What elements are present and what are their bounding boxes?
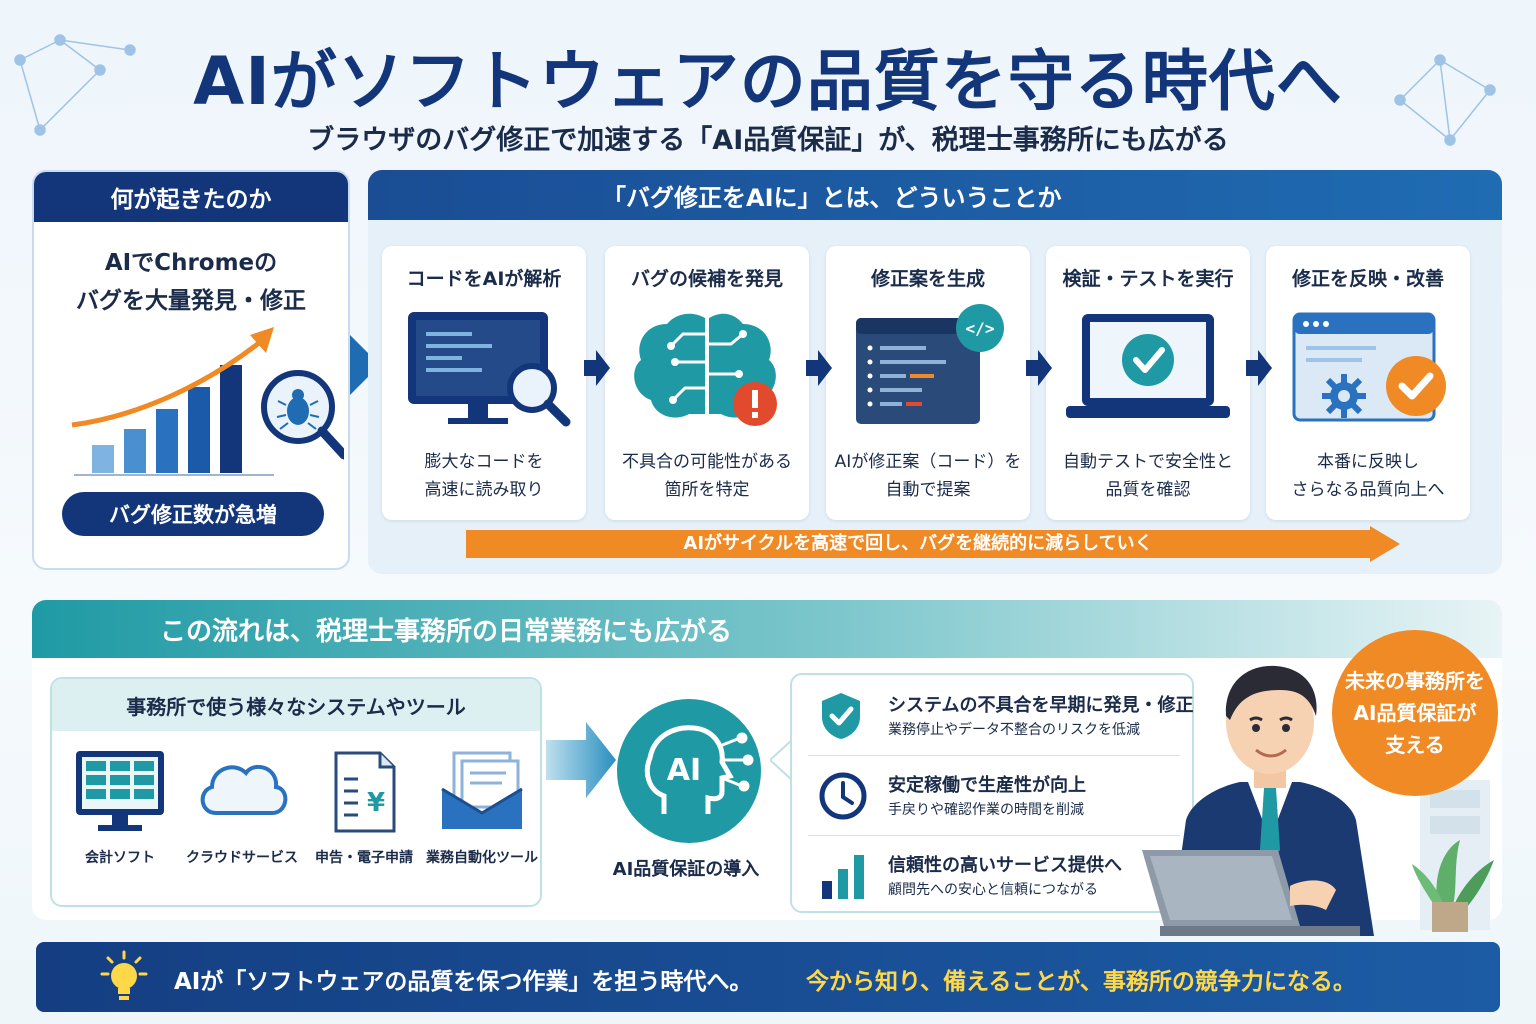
monitor-search-icon: [408, 312, 571, 427]
benefit-title: 安定稼働で生産性が向上: [888, 775, 1086, 796]
benefit-sub: 顧問先への安心と信頼につながる: [888, 882, 1098, 898]
network-decoration-right: [1394, 54, 1496, 146]
arrow-right-icon: [546, 722, 616, 798]
cycle-banner-arrow: [466, 526, 1400, 562]
svg-text:¥: ¥: [367, 788, 385, 818]
tool-label: 会計ソフト: [85, 850, 155, 866]
cloud-icon: [200, 764, 288, 815]
tool-label: 申告・電子申請: [315, 850, 413, 866]
ai-icon-text: AI: [667, 753, 701, 788]
footer-banner: AIが「ソフトウェアの品質を保つ作業」を担う時代へ。 今から知り、備えることが、…: [36, 942, 1500, 1012]
step-title: 修正を反映・改善: [1291, 268, 1444, 290]
divider: [808, 835, 1180, 836]
step-desc-line: 品質を確認: [1105, 480, 1191, 500]
process-step-1: コードをAIが解析 膨大なコードを高速に読み取り: [382, 246, 586, 520]
office-heading: この流れは、税理士事務所の日常業務にも広がる: [32, 600, 1502, 658]
step-desc-line: AIが修正案（コード）を: [834, 452, 1022, 472]
what-happened-line2: バグを大量発見・修正: [76, 288, 306, 314]
tool-cloud: クラウドサービス: [182, 749, 302, 867]
benefits-panel: システムの不具合を早期に発見・修正 業務停止やデータ不整合のリスクを低減 安定稼…: [790, 673, 1194, 913]
future-line1: 未来の事務所を: [1345, 669, 1485, 693]
future-line3: 支える: [1385, 733, 1445, 757]
tools-panel: 事務所で使う様々なシステムやツール 会計ソフト クラウドサービス ¥ 申告・電子…: [50, 677, 542, 907]
benefit-title: システムの不具合を早期に発見・修正: [888, 695, 1194, 716]
future-office-badge: 未来の事務所を AI品質保証が 支える: [1332, 630, 1498, 796]
page-title: AIがソフトウェアの品質を守る時代へ: [193, 43, 1343, 120]
businessman-illustration: [1142, 665, 1494, 936]
ai-head-icon: AI: [617, 699, 761, 843]
step-desc-line: 不具合の可能性がある: [622, 452, 792, 472]
process-step-2: バグの候補を発見 不具合の可能性がある箇所を特定: [605, 246, 809, 520]
page-subtitle: ブラウザのバグ修正で加速する「AI品質保証」が、税理士事務所にも広がる: [307, 125, 1229, 156]
footer-text-highlight: 今から知り、備えることが、事務所の競争力になる。: [806, 969, 1356, 995]
benefit-sub: 手戻りや確認作業の時間を削減: [888, 802, 1084, 818]
future-line2: AI品質保証が: [1353, 701, 1477, 725]
tool-accounting: 会計ソフト: [60, 749, 180, 867]
tool-label: 業務自動化ツール: [426, 850, 538, 866]
process-step-3: 修正案を生成 </> AIが修正案（コード）を自動で提案: [826, 246, 1030, 520]
step-desc: 不具合の可能性がある箇所を特定: [605, 448, 809, 504]
cycle-banner-text: AIがサイクルを高速で回し、バグを継続的に減らしていく: [683, 533, 1153, 554]
ai-qa-intro-label: AI品質保証の導入: [612, 859, 760, 880]
shield-check-icon: [822, 693, 860, 739]
step-title: 検証・テストを実行: [1062, 268, 1234, 290]
yen-document-icon: ¥: [334, 751, 396, 833]
bug-fix-surge-badge: バグ修正数が急増: [62, 492, 324, 536]
tool-label: クラウドサービス: [186, 850, 298, 866]
divider: [808, 755, 1180, 756]
clock-icon: [819, 772, 867, 820]
footer-text-main: AIが「ソフトウェアの品質を保つ作業」を担う時代へ。: [174, 969, 753, 995]
what-happened-line1: AIでChromeの: [104, 250, 278, 276]
process-step-5: 修正を反映・改善 本番に反映しさらなる品質向上へ: [1266, 246, 1470, 520]
mail-documents-icon: [441, 751, 523, 829]
bar-chart-icon: [822, 855, 864, 899]
process-heading: 「バグ修正をAIに」とは、どういうことか: [368, 170, 1502, 220]
what-happened-heading: 何が起きたのか: [34, 172, 348, 222]
chevron-right-icon: [350, 335, 380, 395]
step-desc-line: 箇所を特定: [664, 480, 750, 500]
benefit-title: 信頼性の高いサービス提供へ: [888, 855, 1122, 876]
arrow-right-icon: [1246, 350, 1272, 386]
benefit-sub: 業務停止やデータ不整合のリスクを低減: [888, 722, 1140, 738]
tools-heading: 事務所で使う様々なシステムやツール: [52, 679, 540, 731]
step-desc-line: 自動テストで安全性と: [1063, 452, 1233, 472]
what-happened-panel: 何が起きたのか AIでChromeの バグを大量発見・修正 バグ修正数が急増: [32, 170, 350, 570]
brain-alert-icon: [634, 313, 777, 426]
arrow-right-icon: [806, 350, 832, 386]
tool-automation: 業務自動化ツール: [422, 749, 540, 867]
arrow-right-icon: [584, 350, 610, 386]
svg-text:</>: </>: [966, 319, 995, 338]
step-desc: 膨大なコードを高速に読み取り: [382, 448, 586, 504]
browser-gear-check-icon: [1292, 312, 1446, 422]
laptop-check-icon: [1066, 314, 1230, 418]
step-title: コードをAIが解析: [406, 268, 562, 290]
what-happened-text: AIでChromeの バグを大量発見・修正: [34, 244, 348, 320]
step-desc: 自動テストで安全性と品質を確認: [1046, 448, 1250, 504]
step-desc-line: 高速に読み取り: [424, 480, 544, 500]
process-panel: 「バグ修正をAIに」とは、どういうことか コードをAIが解析 膨大なコードを高速…: [368, 170, 1502, 574]
network-decoration-left: [14, 34, 136, 136]
lightbulb-icon: [100, 950, 148, 1000]
step-title: 修正案を生成: [870, 268, 985, 290]
step-desc: AIが修正案（コード）を自動で提案: [826, 448, 1030, 504]
step-desc-line: 本番に反映し: [1317, 452, 1419, 472]
step-desc-line: 自動で提案: [885, 480, 971, 500]
spreadsheet-monitor-icon: [76, 751, 164, 831]
code-window-icon: </>: [856, 304, 1004, 424]
tool-tax-filing: ¥ 申告・電子申請: [304, 749, 424, 867]
step-desc-line: 膨大なコードを: [424, 452, 544, 472]
step-title: バグの候補を発見: [630, 268, 783, 290]
process-step-4: 検証・テストを実行 自動テストで安全性と品質を確認: [1046, 246, 1250, 520]
step-desc: 本番に反映しさらなる品質向上へ: [1266, 448, 1470, 504]
step-desc-line: さらなる品質向上へ: [1291, 480, 1445, 500]
arrow-right-icon: [1026, 350, 1052, 386]
bug-growth-chart-icon: [71, 327, 344, 476]
